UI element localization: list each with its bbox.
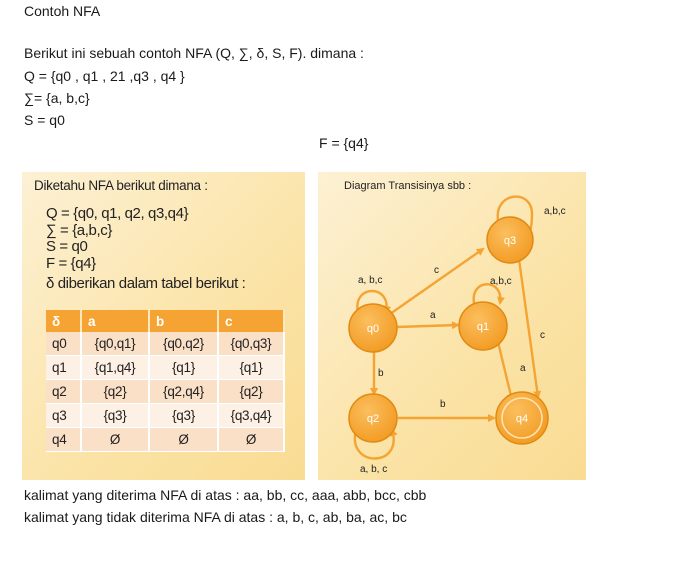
- diagram-title: Diagram Transisinya sbb :: [344, 180, 471, 192]
- table-row: q0 {q0,q1} {q0,q2} {q0,q3}: [46, 332, 285, 356]
- table-cell: {q2}: [218, 379, 285, 404]
- state-q0-label: q0: [367, 323, 379, 335]
- label-q3-q4: c: [540, 330, 545, 341]
- transition-diagram-panel: Diagram Transisinya sbb : a,b,c a,b,c a,…: [318, 172, 586, 480]
- q-definition: Q = {q0 , q1 , 21 ,q3 , q4 }: [24, 68, 185, 84]
- label-q0-q1: a: [430, 310, 436, 321]
- table-cell: q3: [46, 403, 82, 428]
- transition-table: δ a b c q0 {q0,q1} {q0,q2} {q0,q3} q1 {q…: [46, 310, 285, 452]
- edge-q0-q3: [389, 247, 485, 315]
- table-cell: q2: [46, 379, 82, 404]
- table-cell: {q3}: [149, 403, 219, 428]
- table-cell: {q2,q4}: [149, 379, 219, 404]
- table-header-a: a: [81, 310, 150, 332]
- table-cell: q1: [46, 355, 82, 380]
- loop-q2: [353, 428, 398, 460]
- panel-heading: Diketahu NFA berikut dimana :: [34, 178, 208, 193]
- table-cell: q0: [46, 332, 82, 356]
- table-cell: {q1}: [149, 355, 219, 380]
- table-cell: {q1}: [218, 355, 285, 380]
- table-header-c: c: [218, 310, 285, 332]
- label-q1-loop: a,b,c: [490, 276, 512, 287]
- table-cell: {q3,q4}: [218, 403, 285, 428]
- intro-text: Berikut ini sebuah contoh NFA (Q, ∑, δ, …: [24, 45, 364, 61]
- sigma-definition: ∑= {a, b,c}: [24, 90, 90, 106]
- panel-q-def: Q = {q0, q1, q2, q3,q4}: [46, 205, 189, 222]
- state-q3-label: q3: [504, 235, 516, 247]
- label-q0-q2: b: [378, 368, 384, 379]
- edge-q3-q4: [516, 251, 542, 399]
- table-row: q3 {q3} {q3} {q3,q4}: [46, 403, 285, 428]
- table-cell: {q0,q3}: [218, 332, 285, 356]
- label-q3-loop: a,b,c: [544, 206, 566, 217]
- document-title: Contoh NFA: [24, 3, 101, 19]
- table-cell: Ø: [81, 427, 150, 452]
- s-definition: S = q0: [24, 112, 65, 128]
- state-q2: q2: [348, 393, 398, 443]
- table-header-b: b: [149, 310, 219, 332]
- table-cell: q4: [46, 427, 82, 452]
- edge-q1-q4: [496, 341, 515, 402]
- accepted-sentences: kalimat yang diterima NFA di atas : aa, …: [24, 487, 427, 503]
- edge-q0-q1: [395, 321, 460, 330]
- table-cell: {q2}: [81, 379, 150, 404]
- panel-s-def: S = q0: [46, 238, 88, 255]
- table-cell: {q1,q4}: [81, 355, 150, 380]
- state-q0: q0: [348, 303, 398, 353]
- label-q0-q3: c: [434, 265, 439, 276]
- loop-q1: [472, 283, 505, 305]
- state-q4-final: q4: [495, 391, 549, 445]
- table-cell: Ø: [218, 427, 285, 452]
- table-cell: {q0,q2}: [149, 332, 219, 356]
- table-header-delta: δ: [46, 310, 82, 332]
- loop-q0: [356, 289, 392, 314]
- table-cell: {q0,q1}: [81, 332, 150, 356]
- panel-delta-caption: δ diberikan dalam tabel berikut :: [46, 275, 246, 292]
- transition-diagram: Diagram Transisinya sbb : a,b,c a,b,c a,…: [344, 180, 566, 475]
- label-q1-q4: a: [520, 363, 526, 374]
- nfa-definition-panel: Diketahu NFA berikut dimana : Q = {q0, q…: [22, 172, 305, 480]
- state-q3: q3: [486, 216, 534, 264]
- table-row: q4 Ø Ø Ø: [46, 427, 285, 452]
- f-definition: F = {q4}: [319, 135, 369, 151]
- table-cell: Ø: [149, 427, 219, 452]
- panel-f-def: F = {q4}: [46, 255, 96, 272]
- state-q2-label: q2: [367, 413, 379, 425]
- label-q2-q4: b: [440, 399, 446, 410]
- state-q1-label: q1: [477, 321, 489, 333]
- label-q0-loop: a, b,c: [358, 275, 382, 286]
- label-q2-loop: a, b, c: [360, 464, 387, 475]
- panel-sigma-def: ∑ = {a,b,c}: [46, 222, 112, 239]
- state-q1: q1: [458, 301, 508, 351]
- rejected-sentences: kalimat yang tidak diterima NFA di atas …: [24, 509, 407, 525]
- table-row: q2 {q2} {q2,q4} {q2}: [46, 379, 285, 404]
- state-q4-label: q4: [516, 413, 528, 425]
- table-row: q1 {q1,q4} {q1} {q1}: [46, 355, 285, 380]
- table-cell: {q3}: [81, 403, 150, 428]
